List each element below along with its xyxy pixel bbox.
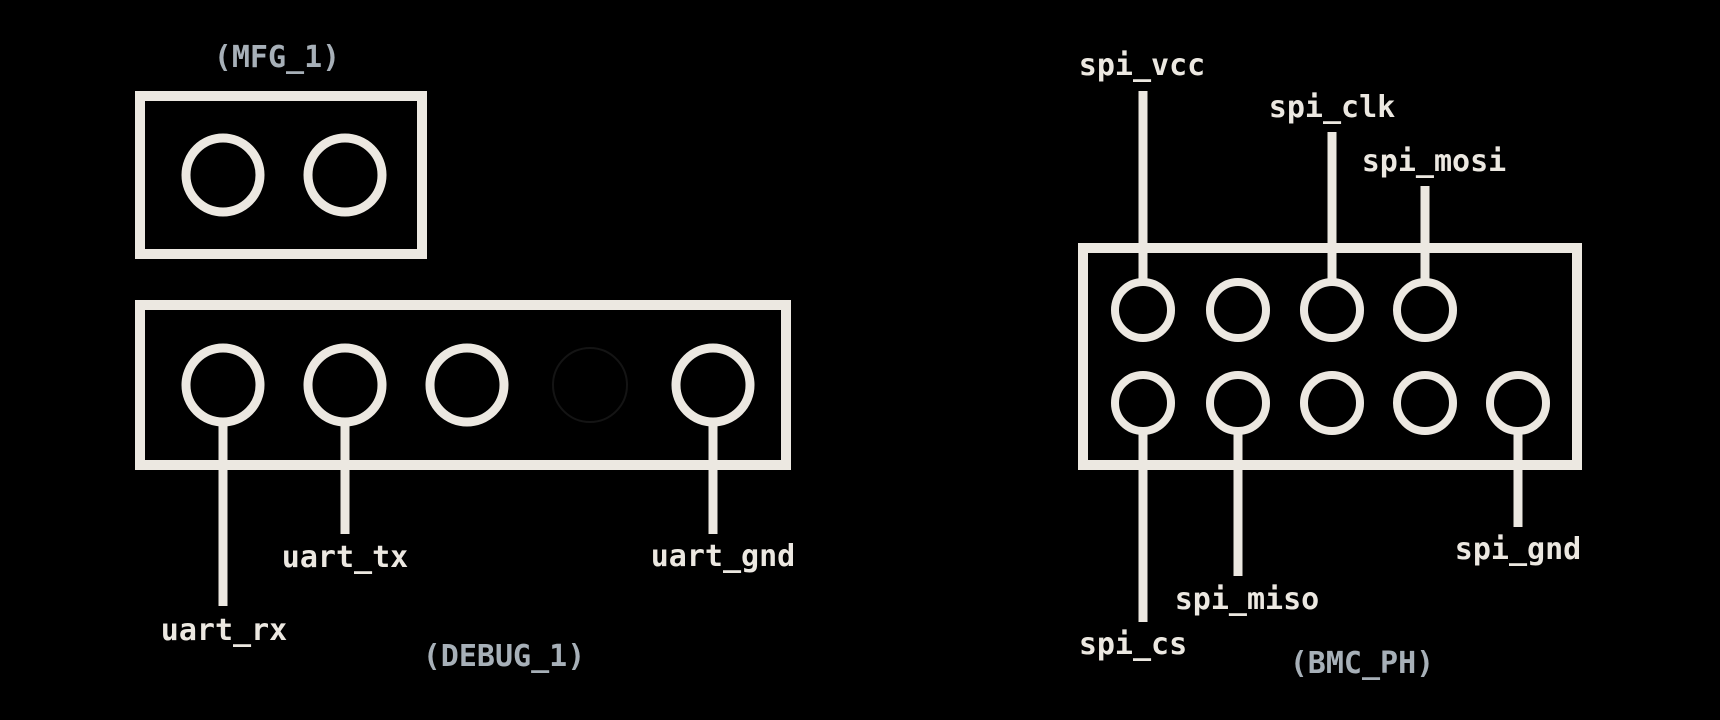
- debug-pin-5: [671, 343, 755, 427]
- bmc-pin-top-1: [1111, 278, 1175, 342]
- debug-connector: uart_rx uart_tx uart_gnd (DEBUG_1): [135, 300, 796, 674]
- mfg-pin-2: [303, 133, 387, 217]
- spi-mosi-label: spi_mosi: [1362, 144, 1507, 179]
- spi-clk-label: spi_clk: [1269, 90, 1395, 125]
- uart-rx-label: uart_rx: [161, 613, 287, 648]
- bmc-pin-bottom-3: [1300, 371, 1364, 435]
- mfg-connector-label: (MFG_1): [214, 40, 340, 75]
- bmc-pin-bottom-1: [1111, 371, 1175, 435]
- spi-gnd-label: spi_gnd: [1455, 532, 1581, 567]
- bmc-connector-label: (BMC_PH): [1290, 646, 1435, 681]
- debug-connector-housing: [135, 300, 791, 470]
- uart-tx-label: uart_tx: [282, 540, 408, 575]
- mfg-connector-housing: [135, 91, 427, 259]
- debug-pin-1: [181, 343, 265, 427]
- bmc-connector: spi_vcc spi_clk spi_mosi spi_cs spi_miso…: [1078, 48, 1582, 681]
- debug-pin-3: [425, 343, 509, 427]
- spi-cs-label: spi_cs: [1079, 627, 1187, 662]
- bmc-pin-top-4: [1393, 278, 1457, 342]
- debug-connector-label: (DEBUG_1): [423, 639, 586, 674]
- mfg-pin-1: [181, 133, 265, 217]
- uart-gnd-label: uart_gnd: [651, 539, 796, 574]
- spi-vcc-label: spi_vcc: [1079, 48, 1205, 83]
- bmc-pin-bottom-5: [1486, 371, 1550, 435]
- bmc-pin-top-2: [1206, 278, 1270, 342]
- bmc-pin-bottom-2: [1206, 371, 1270, 435]
- debug-pin-4-empty: [552, 347, 628, 423]
- debug-pin-2: [303, 343, 387, 427]
- bmc-pin-top-3: [1300, 278, 1364, 342]
- spi-miso-label: spi_miso: [1175, 582, 1320, 617]
- bmc-pin-bottom-4: [1393, 371, 1457, 435]
- mfg-connector: (MFG_1): [135, 40, 427, 259]
